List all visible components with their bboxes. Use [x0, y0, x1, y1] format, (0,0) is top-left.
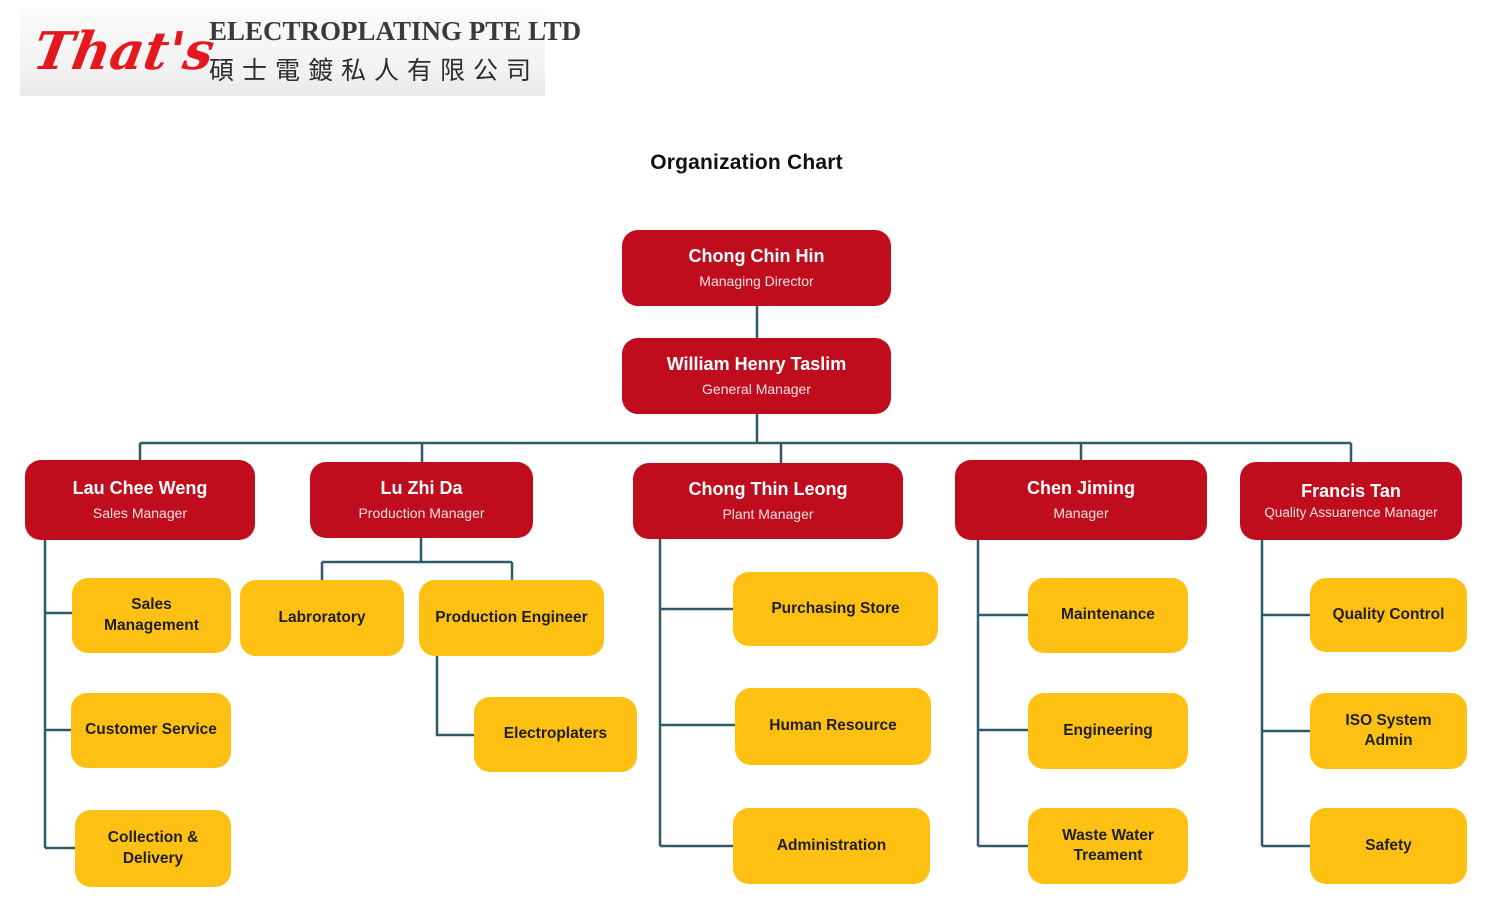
node-name: Chen Jiming [1026, 478, 1135, 499]
node-production-engineer: Production Engineer [419, 580, 604, 656]
company-name-chinese: 碩士電鍍私人有限公司 [209, 56, 540, 86]
node-role: General Manager [702, 381, 811, 398]
node-role: Managing Director [699, 273, 814, 290]
node-sales-manager: Lau Chee Weng Sales Manager [25, 460, 255, 540]
node-production-manager: Lu Zhi Da Production Manager [310, 462, 533, 538]
brand-wordmark: ELECTROPLATING PTE LTD 碩士電鍍私人有限公司 [209, 15, 582, 88]
node-role: Quality Assuarence Manager [1264, 504, 1438, 520]
node-name: Lau Chee Weng [72, 478, 208, 499]
node-human-resource: Human Resource [735, 688, 931, 765]
node-sales-management: Sales Management [72, 578, 231, 653]
node-role: Sales Manager [92, 505, 188, 522]
company-logo: That's ELECTROPLATING PTE LTD 碩士電鍍私人有限公司 [20, 8, 581, 96]
node-engineering: Engineering [1028, 693, 1188, 769]
node-plant-manager: Chong Thin Leong Plant Manager [633, 463, 903, 539]
node-name: Chong Chin Hin [688, 246, 825, 267]
page-title: Organization Chart [650, 151, 843, 174]
node-electroplaters: Electroplaters [474, 697, 637, 772]
node-qa-manager: Francis Tan Quality Assuarence Manager [1240, 462, 1462, 540]
node-name: Chong Thin Leong [688, 479, 848, 500]
node-name: Francis Tan [1301, 481, 1401, 502]
node-role: Manager [1053, 505, 1109, 522]
company-name-english: ELECTROPLATING PTE LTD [209, 15, 582, 46]
node-name: William Henry Taslim [666, 354, 847, 375]
brand-script-logo: That's [28, 21, 219, 82]
node-role: Production Manager [358, 505, 485, 522]
node-safety: Safety [1310, 808, 1467, 884]
node-waste-water-treatment: Waste Water Treament [1028, 808, 1188, 884]
node-collection-delivery: Collection & Delivery [75, 810, 231, 887]
node-laboratory: Labroratory [240, 580, 404, 656]
node-purchasing-store: Purchasing Store [733, 572, 938, 646]
node-iso-system-admin: ISO System Admin [1310, 693, 1467, 769]
node-administration: Administration [733, 808, 930, 884]
node-quality-control: Quality Control [1310, 578, 1467, 652]
node-name: Lu Zhi Da [380, 478, 463, 499]
node-managing-director: Chong Chin Hin Managing Director [622, 230, 891, 306]
node-role: Plant Manager [722, 506, 814, 523]
node-maintenance: Maintenance [1028, 578, 1188, 653]
node-general-manager: William Henry Taslim General Manager [622, 338, 891, 414]
node-manager: Chen Jiming Manager [955, 460, 1207, 540]
node-customer-service: Customer Service [71, 693, 231, 768]
